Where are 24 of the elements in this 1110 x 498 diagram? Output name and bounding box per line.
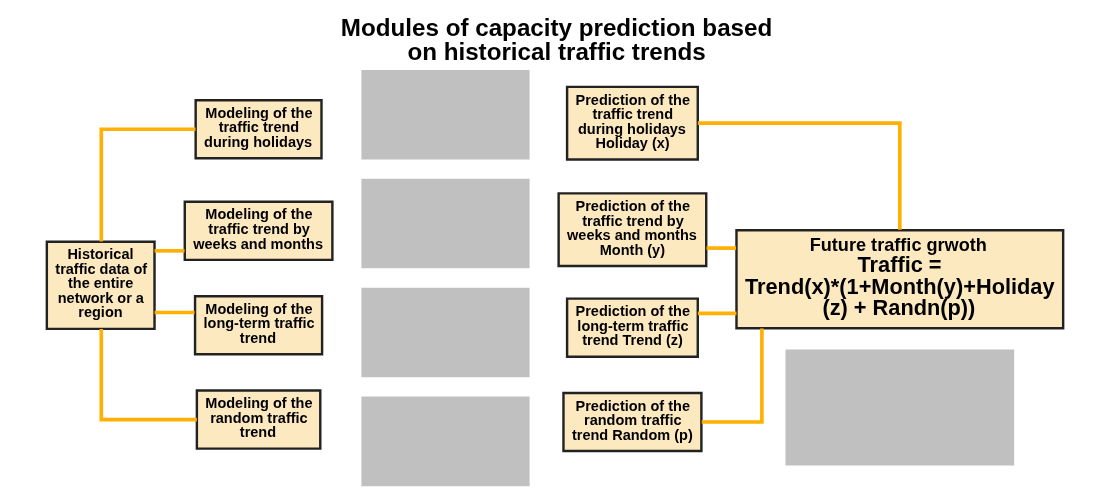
connector <box>701 328 764 424</box>
node-box <box>361 396 530 487</box>
connector <box>154 310 195 315</box>
node-box: Modeling of the traffic trend by weeks and months <box>183 200 334 262</box>
node-box: Prediction of the long-term traffic trend Trend (z) <box>565 297 699 358</box>
node-box <box>361 287 530 378</box>
node-box <box>361 69 530 160</box>
node-box <box>785 349 1015 466</box>
connector <box>706 246 737 250</box>
node-box: Historical traffic data of the entire network or a region <box>45 240 156 331</box>
connector <box>99 328 197 422</box>
node-box: Prediction of the traffic trend during holidays Holiday (x) <box>565 85 699 161</box>
node-box: Modeling of the random traffic trend <box>195 389 322 450</box>
node-box <box>361 178 530 269</box>
node-box: Prediction of the traffic trend by weeks and months Month (y) <box>557 192 708 268</box>
node-box: Modeling of the long-term traffic trend <box>193 295 324 356</box>
connector <box>697 121 902 230</box>
connector <box>697 311 737 316</box>
node-box: Prediction of the random traffic trend Random (p) <box>562 391 703 453</box>
node-box: Modeling of the traffic trend during holidays <box>194 98 323 160</box>
node-box: Future traffic grwoth Traffic = Trend(x)*(1+Month(y)+Holiday (z) + Randn(p)) <box>735 229 1065 330</box>
connector <box>154 249 185 253</box>
connector <box>99 127 196 242</box>
diagram-title: Modules of capacity prediction based on historical traffic trends <box>340 14 773 66</box>
